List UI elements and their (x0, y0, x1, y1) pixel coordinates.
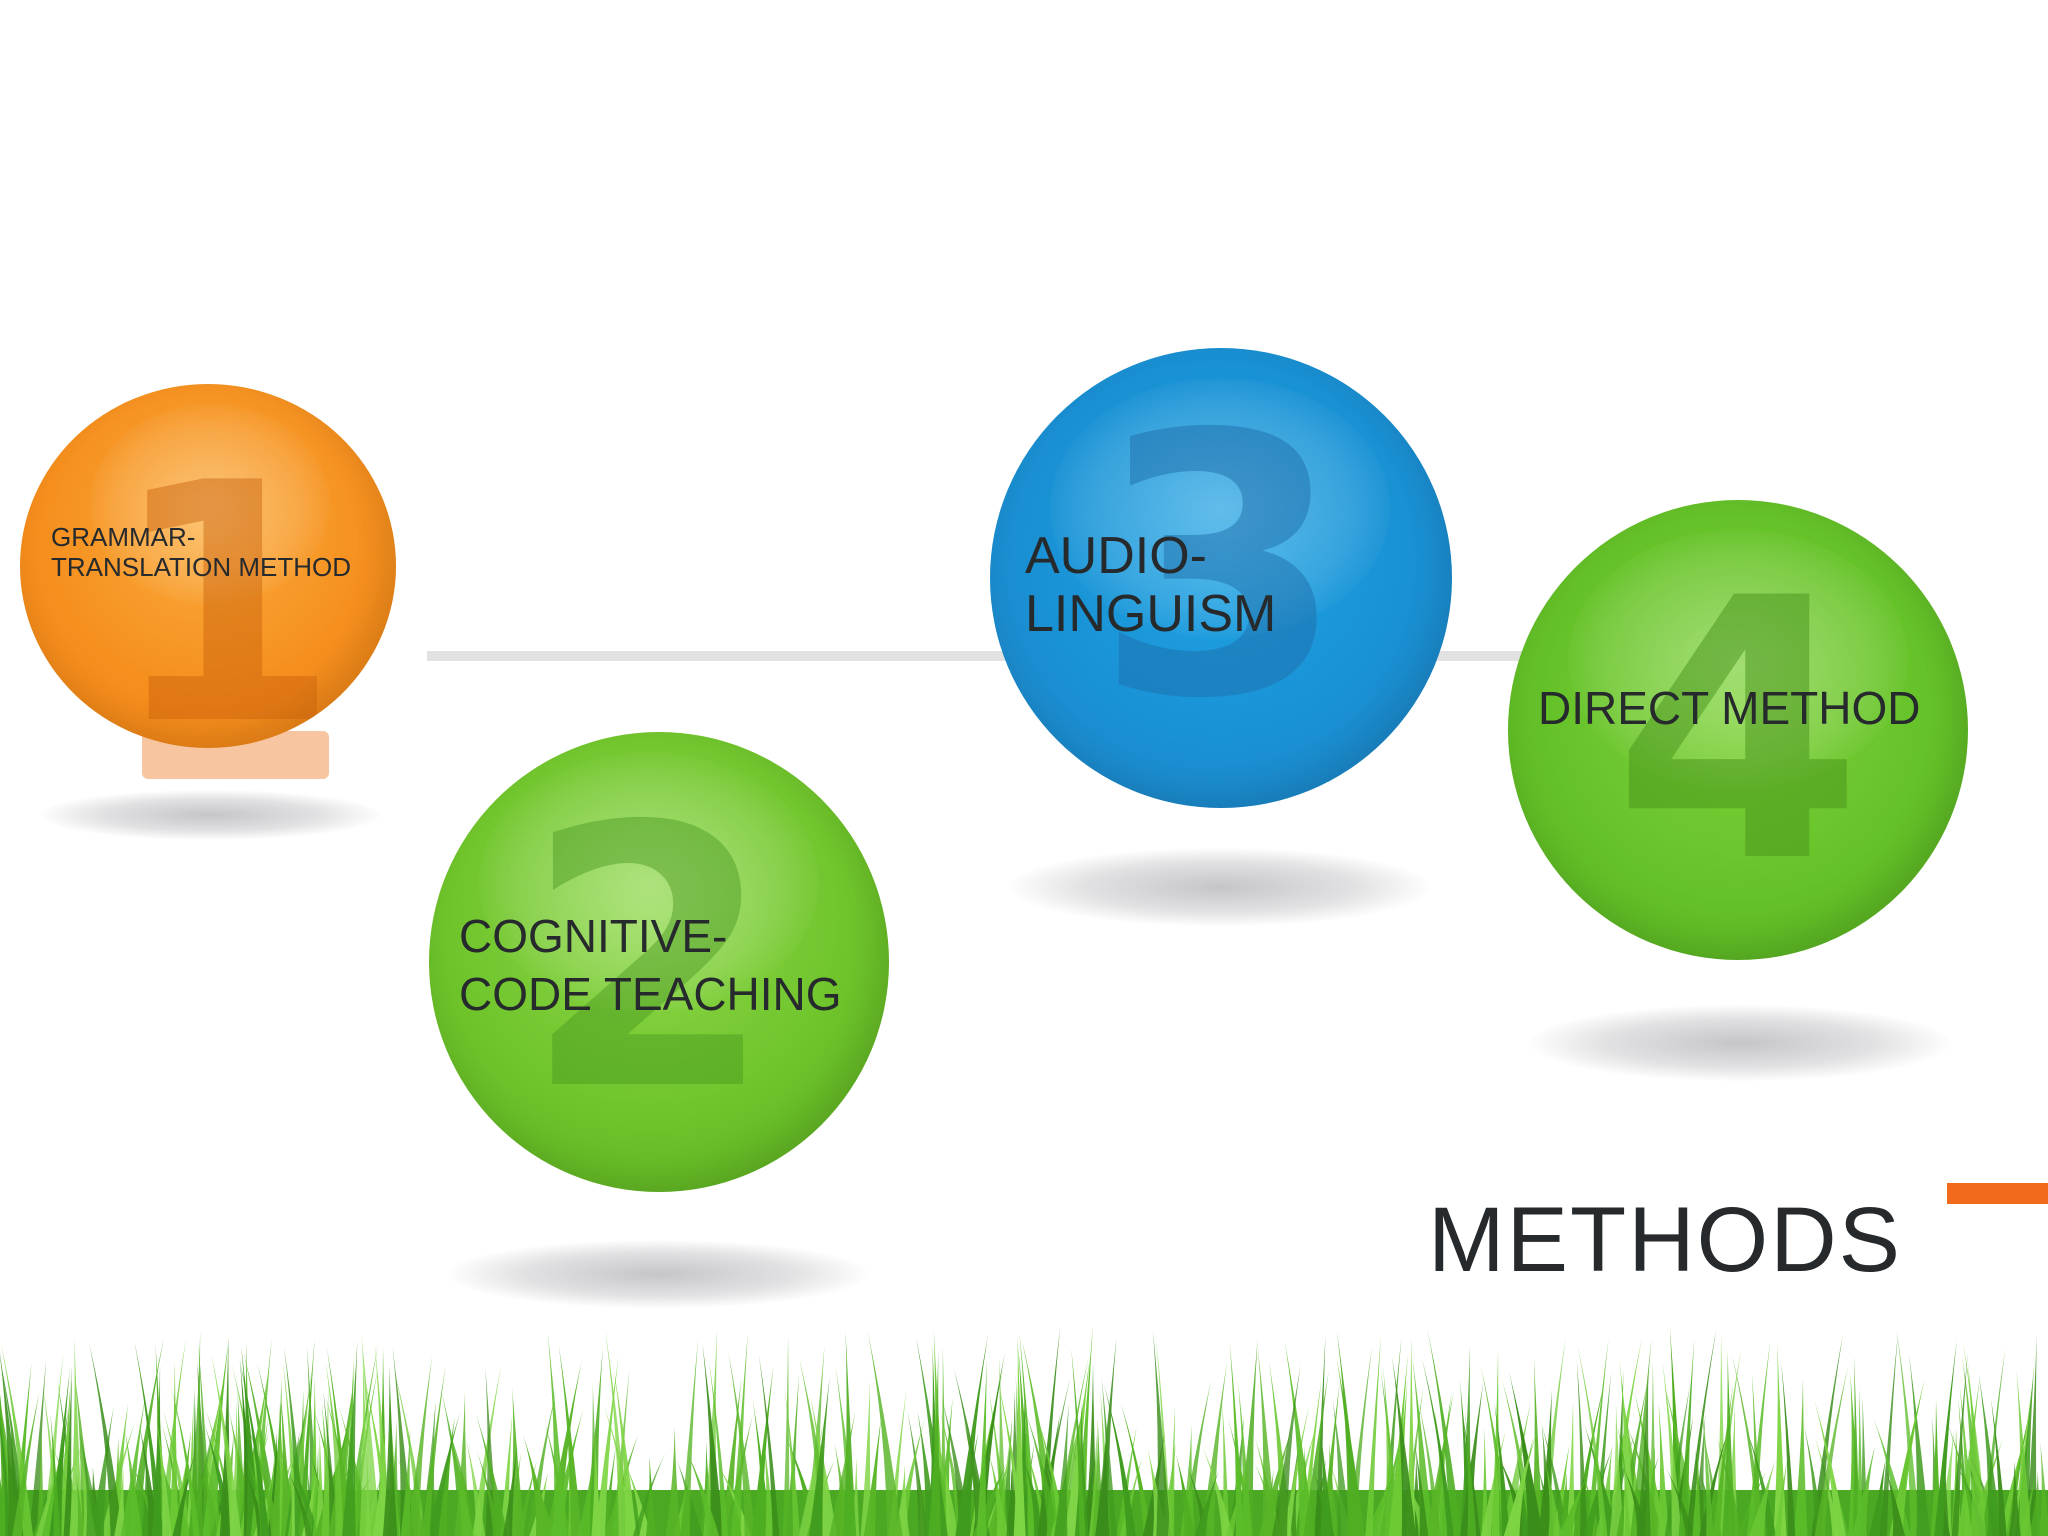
grass-decoration (0, 1326, 2048, 1536)
numeral-2: 2 (523, 750, 775, 1169)
ball-gloss (90, 404, 330, 604)
method-label-3: AUDIO- LINGUISM (1025, 527, 1276, 643)
method-ball-3[interactable]: 3 (990, 348, 1452, 808)
connector-line (427, 651, 1534, 661)
ball-gloss (1568, 530, 1908, 790)
numeral-1: 1 (110, 413, 340, 748)
method-ball-1[interactable]: 1 (20, 384, 396, 748)
method-label-1: GRAMMAR- TRANSLATION METHOD (51, 522, 351, 582)
shadow-3 (1010, 848, 1430, 926)
method-ball-2[interactable]: 2 (429, 732, 889, 1192)
method-ball-4[interactable]: 4 (1508, 500, 1968, 960)
numeral-3: 3 (1094, 358, 1346, 777)
shadow-2 (448, 1240, 868, 1308)
method-label-4-line-1: DIRECT METHOD (1538, 682, 1921, 734)
method-label-4: DIRECT METHOD (1538, 683, 1921, 733)
method-label-2: COGNITIVE- CODE TEACHING (459, 907, 842, 1023)
method-label-1-line-2: TRANSLATION METHOD (51, 552, 351, 582)
shadow-4 (1530, 1005, 1950, 1081)
title-accent-bar (1947, 1183, 2048, 1204)
method-label-2-line-1: COGNITIVE- (459, 910, 728, 962)
method-label-2-line-2: CODE TEACHING (459, 968, 842, 1020)
method-label-3-line-1: AUDIO- (1025, 527, 1207, 585)
shadow-1 (40, 790, 380, 840)
method-label-1-line-1: GRAMMAR- (51, 522, 196, 552)
ball-gloss (1050, 378, 1390, 638)
method-label-3-line-2: LINGUISM (1025, 585, 1277, 643)
ball-gloss (479, 752, 819, 1012)
numeral-4: 4 (1612, 522, 1864, 941)
slide-title: METHODS (1428, 1189, 1902, 1291)
